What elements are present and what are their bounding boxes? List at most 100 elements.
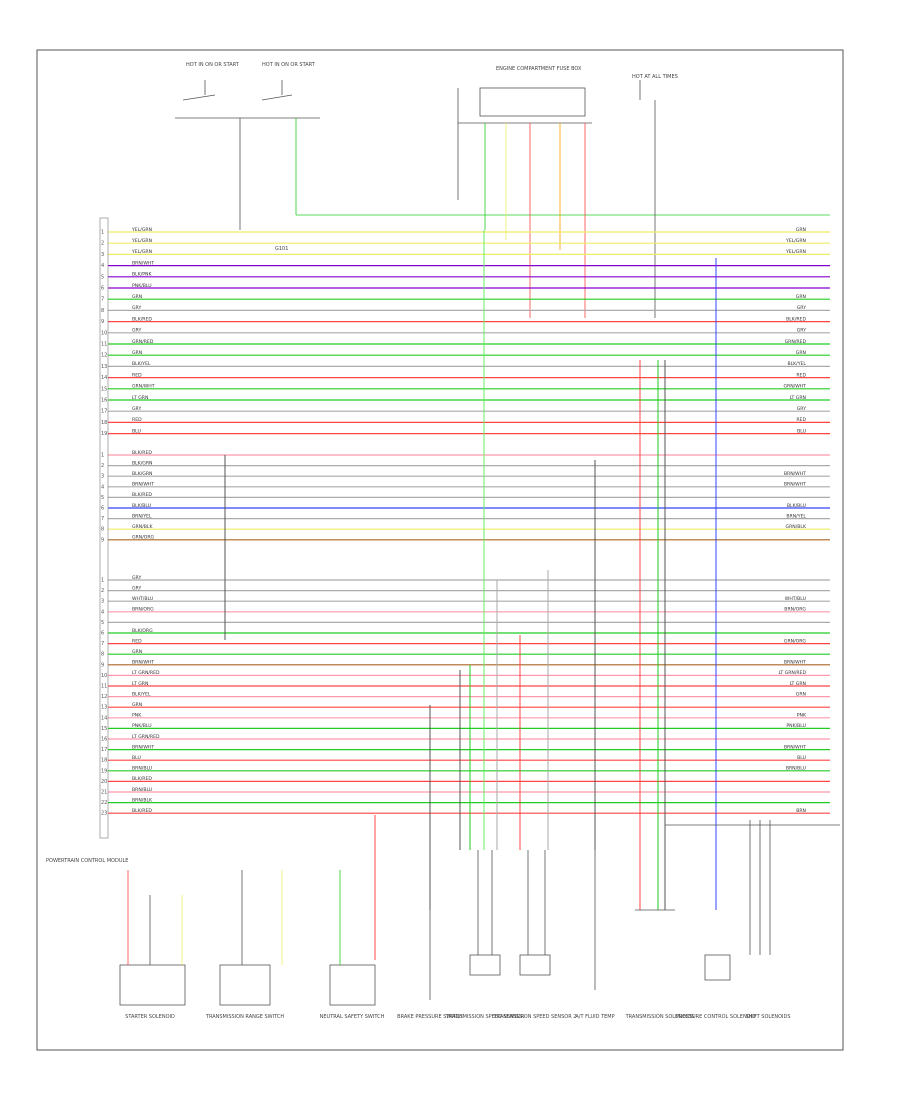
pin-number: 4: [101, 609, 104, 615]
pin-number: 1: [101, 230, 104, 236]
wire-label-right: BLU: [797, 428, 806, 434]
wire-label-left: GRN: [132, 702, 142, 708]
wire-label-right: BLK/YEL: [787, 361, 806, 367]
wire-label-right: GRN: [796, 350, 806, 356]
pin-number: 15: [101, 726, 107, 732]
wire-label-left: LT GRN/RED: [132, 670, 160, 676]
pin-number: 22: [101, 800, 107, 806]
pin-number: 7: [101, 516, 104, 522]
wire-label-left: GRY: [132, 406, 141, 412]
wire-label-right: BRN/ORG: [784, 607, 806, 613]
pin-number: 17: [101, 747, 107, 753]
wire-label-right: BRN/WHT: [784, 744, 806, 750]
pin-number: 8: [101, 652, 104, 658]
pin-number: 2: [101, 241, 104, 247]
wire-label-right: GRN/RED: [785, 339, 807, 345]
pin-number: 5: [101, 495, 104, 501]
wire-label-left: BRN/WHT: [132, 660, 154, 666]
wire-label-right: GRN/BLK: [786, 524, 807, 530]
pin-number: 3: [101, 252, 104, 258]
wire-label-left: GRN/BLK: [132, 524, 153, 530]
fuse-c-label: HOT AT ALL TIMES: [632, 74, 678, 80]
wire-label-left: YEL/GRN: [131, 227, 152, 233]
pin-number: 11: [101, 342, 107, 348]
wire-label-right: PNK: [797, 713, 807, 719]
diagram-frame: [36, 49, 844, 1051]
wire-label-left: LT GRN/RED: [132, 734, 160, 740]
wire-label-left: YEL/GRN: [131, 238, 152, 244]
wire-label-left: PNK/BLU: [132, 723, 152, 729]
pin-number: 19: [101, 431, 107, 437]
component-caption: NEUTRAL SAFETY SWITCH: [320, 1014, 385, 1020]
pin-number: 6: [101, 286, 104, 292]
pin-number: 13: [101, 705, 107, 711]
component-caption: SHIFT SOLENOIDS: [745, 1014, 790, 1020]
pcm-label: POWERTRAIN CONTROL MODULE: [46, 858, 128, 864]
pin-number: 9: [101, 662, 104, 668]
wire-label-left: BLU: [132, 755, 141, 761]
pin-number: 18: [101, 420, 107, 426]
wire-label-left: YEL/GRN: [131, 249, 152, 255]
wire-label-left: GRN/WHT: [132, 384, 155, 390]
wire-label-left: BLK/RED: [132, 316, 152, 322]
pin-number: 11: [101, 684, 107, 690]
pin-number: 2: [101, 588, 104, 594]
wire-label-right: GRN/ORG: [784, 638, 807, 644]
pin-number: 12: [101, 353, 107, 359]
pin-number: 8: [101, 308, 104, 314]
top-fuse-section: [175, 80, 830, 318]
wire-label-left: BLU: [132, 428, 141, 434]
wire-label-right: GRN: [796, 227, 806, 233]
component-caption: BRAKE PRESSURE SWITCH: [397, 1014, 463, 1020]
pin-number: 5: [101, 274, 104, 280]
wire-label-left: BLK/PNK: [132, 272, 152, 278]
wire-label-left: GRN/RED: [132, 339, 154, 345]
wire-label-left: BLK/BLU: [132, 503, 151, 509]
pin-number: 10: [101, 673, 107, 679]
wire-label-left: RED: [132, 638, 142, 644]
wire-label-left: PNK/BLU: [132, 283, 152, 289]
pin-number: 6: [101, 506, 104, 512]
wire-label-right: LT GRN/RED: [778, 670, 806, 676]
wire-label-right: GRY: [797, 305, 806, 311]
wire-label-right: BRN/YEL: [786, 513, 806, 519]
wire-label-left: GRY: [132, 585, 141, 591]
component-caption: TRANSMISSION SPEED SENSOR 2: [493, 1014, 577, 1020]
pin-number: 21: [101, 790, 107, 796]
pin-number: 23: [101, 811, 107, 817]
wire-label-left: BRN/BLK: [132, 797, 153, 803]
wire-label-left: BRN/ORG: [132, 607, 154, 613]
pin-number: 18: [101, 758, 107, 764]
wire-label-left: GRN/ORG: [132, 535, 155, 541]
wire-label-left: BLK/YEL: [132, 691, 151, 697]
wire-label-right: LT GRN: [790, 681, 806, 687]
pin-number: 10: [101, 330, 107, 336]
bottom-components: [119, 820, 840, 1006]
fuse-b-label: HOT IN ON OR START: [262, 62, 316, 68]
pin-number: 2: [101, 463, 104, 469]
wire-label-right: GRN: [796, 294, 806, 300]
wire-label-left: BRN/BLU: [132, 787, 152, 793]
wire-label-left: LT GRN: [132, 681, 148, 687]
pin-number: 8: [101, 527, 104, 533]
pin-number: 6: [101, 631, 104, 637]
wire-label-right: BRN/WHT: [784, 471, 806, 477]
wire-label-left: GRN: [132, 649, 142, 655]
wire-label-left: BLK/YEL: [132, 361, 151, 367]
pin-number: 15: [101, 386, 107, 392]
wire-label-left: PNK: [132, 713, 142, 719]
ground-label: G101: [275, 246, 288, 252]
wire-label-right: BRN/WHT: [784, 660, 806, 666]
wire-label-right: BRN/BLU: [786, 766, 806, 772]
wire-label-right: RED: [796, 417, 806, 423]
fuse-a-label: HOT IN ON OR START: [186, 62, 240, 68]
pin-number: 16: [101, 398, 107, 404]
wire-label-left: BLK/RED: [132, 808, 152, 814]
wire-label-left: BLK/RED: [132, 492, 152, 498]
component-caption: TRANSMISSION RANGE SWITCH: [205, 1014, 284, 1020]
